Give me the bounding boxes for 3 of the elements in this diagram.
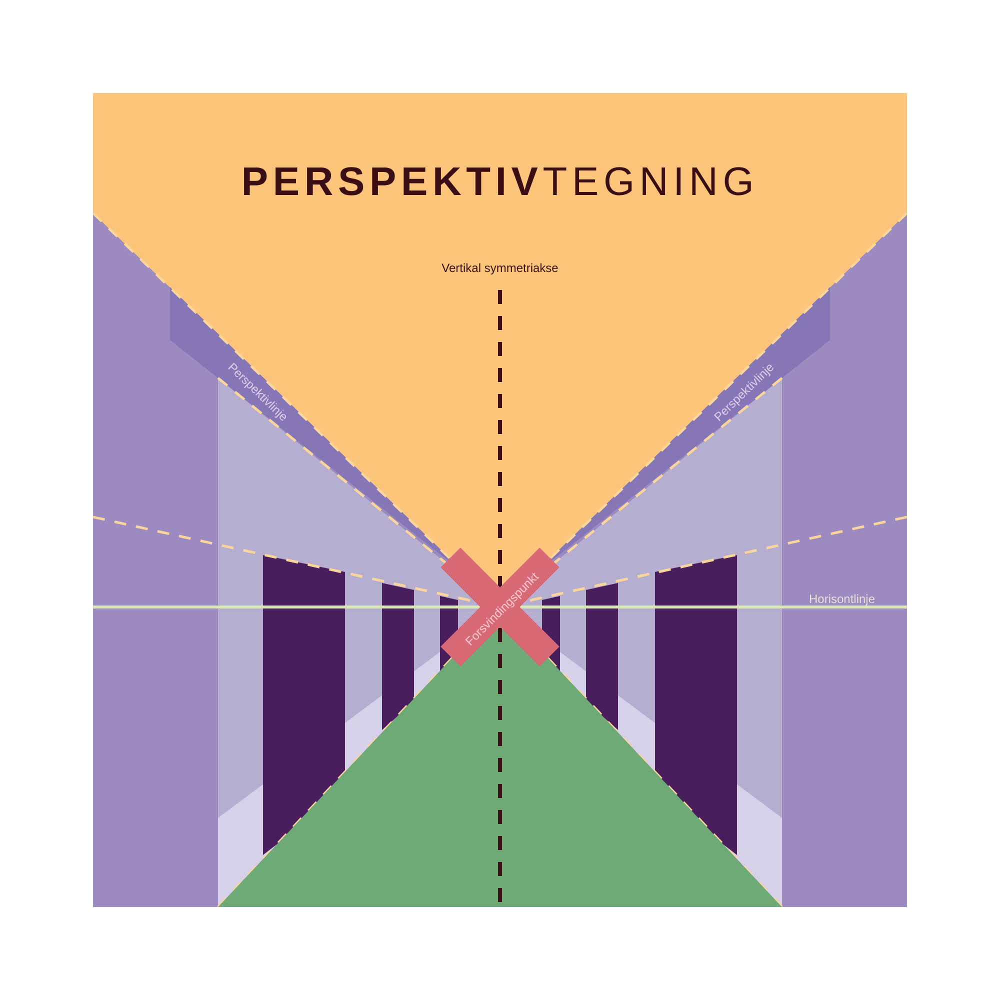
- horizon-label: Horisontlinje: [808, 591, 876, 608]
- axis-label: Vertikal symmetriakse: [442, 260, 558, 277]
- title: PERSPEKTIVTEGNING: [241, 159, 759, 206]
